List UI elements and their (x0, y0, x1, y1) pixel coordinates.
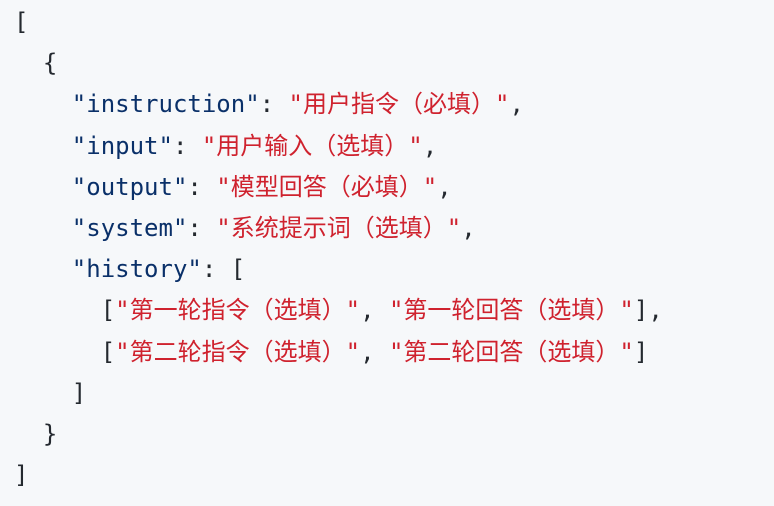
json-key-system: "system" (71, 213, 188, 242)
json-value-output: "模型回答（必填）" (216, 172, 438, 201)
json-value-instruction: "用户指令（必填）" (288, 90, 510, 119)
json-key-output: "output" (71, 172, 188, 201)
code-line: "history": [ (71, 255, 246, 284)
json-key-input: "input" (71, 131, 173, 160)
json-value-system: "系统提示词（选填）" (216, 213, 462, 242)
code-line: ] (14, 455, 774, 496)
code-line: "output": "模型回答（必填）", (71, 172, 452, 201)
json-key-history: "history" (71, 255, 202, 284)
open-bracket: [ (14, 8, 29, 36)
code-line: "system": "系统提示词（选填）", (71, 213, 476, 242)
close-brace: } (42, 419, 58, 448)
open-bracket: [ (230, 255, 246, 284)
history-round2-instruction: "第二轮指令（选填）" (115, 337, 361, 366)
history-round1-answer: "第一轮回答（选填）" (388, 296, 634, 325)
open-brace: { (42, 49, 58, 78)
code-line: ] (14, 373, 774, 414)
close-bracket: ] (14, 461, 29, 490)
code-line: { (14, 43, 774, 84)
code-line: } (14, 414, 774, 455)
code-line: [ (14, 2, 774, 43)
code-line: "input": "用户输入（选填）", (71, 131, 438, 160)
code-line: ["第一轮指令（选填）", "第一轮回答（选填）"], (100, 296, 663, 325)
history-round1-instruction: "第一轮指令（选填）" (115, 296, 361, 325)
json-key-instruction: "instruction" (71, 90, 260, 119)
close-bracket: ] (71, 378, 87, 407)
code-line: "instruction": "用户指令（必填）", (71, 90, 524, 119)
history-round2-answer: "第二轮回答（选填）" (388, 337, 634, 366)
code-line: ["第二轮指令（选填）", "第二轮回答（选填）"] (100, 337, 649, 366)
json-value-input: "用户输入（选填）" (201, 131, 423, 160)
